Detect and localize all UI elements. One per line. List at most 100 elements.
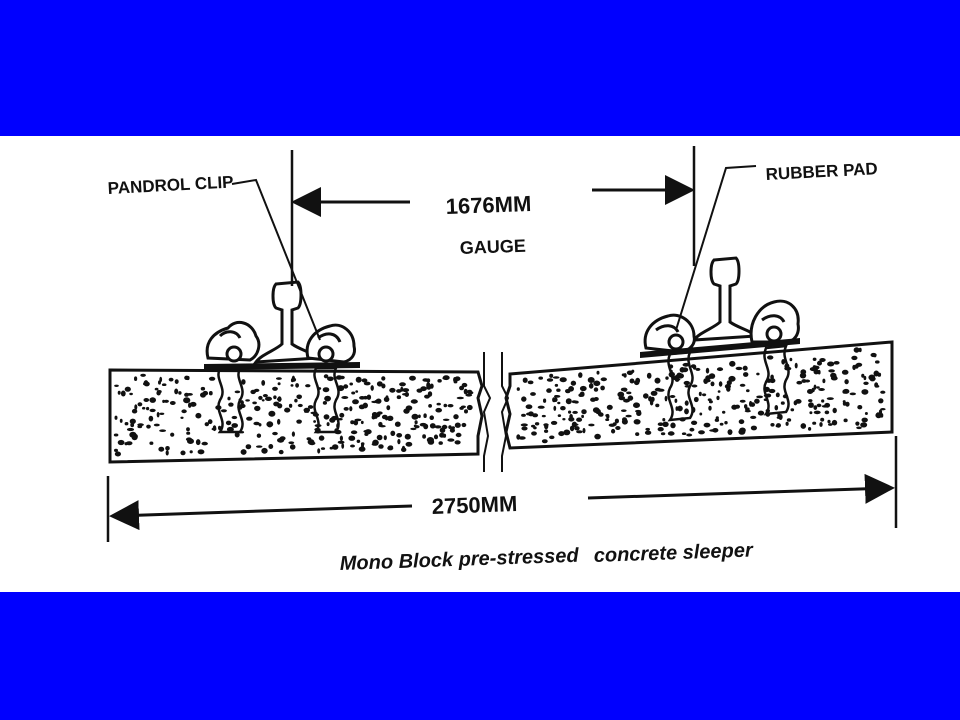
concrete-speckle — [379, 425, 386, 428]
concrete-speckle — [250, 389, 256, 395]
concrete-speckle — [296, 394, 303, 400]
concrete-speckle — [562, 418, 566, 421]
concrete-speckle — [161, 383, 167, 386]
concrete-speckle — [353, 420, 359, 426]
concrete-speckle — [606, 404, 613, 410]
concrete-speckle — [812, 365, 817, 370]
concrete-speckle — [265, 396, 272, 401]
sleeper-left-half — [108, 368, 484, 464]
concrete-speckle — [750, 425, 758, 431]
concrete-speckle — [878, 409, 883, 415]
concrete-speckle — [252, 401, 257, 405]
concrete-speckle — [297, 403, 303, 408]
concrete-speckle — [220, 409, 227, 413]
concrete-speckle — [851, 355, 858, 361]
concrete-speckle — [313, 420, 316, 423]
concrete-speckle — [648, 396, 653, 402]
concrete-speckle — [786, 418, 792, 422]
concrete-speckle — [343, 407, 349, 411]
concrete-speckle — [754, 398, 760, 404]
concrete-speckle — [574, 426, 580, 431]
concrete-speckle — [674, 377, 680, 382]
concrete-speckle — [626, 391, 632, 395]
concrete-speckle — [620, 387, 628, 392]
concrete-speckle — [268, 410, 276, 417]
concrete-speckle — [667, 431, 675, 436]
concrete-speckle — [858, 347, 862, 353]
concrete-speckle — [635, 432, 640, 436]
concrete-speckle — [268, 444, 274, 449]
concrete-speckle — [170, 432, 175, 437]
concrete-speckle — [390, 430, 396, 436]
concrete-speckle — [563, 429, 571, 436]
concrete-speckle — [864, 412, 868, 415]
concrete-speckle — [705, 367, 710, 374]
concrete-speckle — [724, 384, 732, 389]
concrete-speckle — [568, 417, 575, 422]
concrete-speckle — [165, 446, 170, 451]
concrete-speckle — [695, 367, 701, 371]
concrete-speckle — [605, 418, 610, 422]
concrete-speckle — [570, 380, 577, 386]
concrete-speckle — [716, 367, 724, 372]
concrete-speckle — [396, 389, 402, 393]
concrete-speckle — [423, 413, 427, 419]
concrete-speckle — [828, 423, 833, 426]
concrete-speckle — [600, 385, 605, 391]
concrete-speckle — [821, 405, 829, 408]
concrete-speckle — [781, 359, 786, 365]
concrete-speckle — [878, 398, 884, 404]
concrete-speckle — [727, 429, 733, 435]
concrete-speckle — [277, 437, 285, 443]
concrete-speckle — [702, 393, 707, 397]
concrete-speckle — [572, 423, 579, 426]
concrete-speckle — [350, 420, 355, 425]
concrete-speckle — [657, 388, 665, 392]
concrete-speckle — [565, 398, 572, 405]
concrete-speckle — [428, 404, 432, 408]
concrete-speckle — [288, 403, 293, 408]
concrete-speckle — [863, 375, 867, 381]
concrete-speckle — [456, 396, 464, 400]
concrete-speckle — [318, 435, 325, 441]
concrete-speckle — [387, 415, 394, 421]
concrete-speckle — [185, 437, 193, 442]
concrete-speckle — [716, 395, 720, 401]
concrete-speckle — [874, 382, 879, 388]
concrete-speckle — [800, 423, 807, 429]
concrete-speckle — [149, 397, 156, 403]
concrete-speckle — [587, 377, 595, 383]
concrete-speckle — [818, 388, 825, 391]
concrete-speckle — [256, 433, 262, 438]
concrete-speckle — [746, 389, 750, 393]
concrete-speckle — [757, 410, 765, 416]
concrete-speckle — [698, 391, 702, 397]
concrete-speckle — [841, 369, 849, 375]
concrete-speckle — [822, 378, 826, 384]
concrete-speckle — [438, 441, 443, 445]
concrete-speckle — [378, 444, 384, 449]
concrete-speckle — [154, 387, 159, 391]
concrete-speckle — [845, 401, 850, 407]
anchor-bolt-left-2 — [313, 366, 340, 434]
concrete-speckle — [416, 388, 423, 393]
concrete-speckle — [724, 421, 728, 425]
concrete-speckle — [662, 418, 666, 422]
concrete-speckle — [381, 376, 386, 381]
concrete-speckle — [363, 430, 369, 433]
concrete-speckle — [317, 448, 321, 454]
concrete-speckle — [371, 442, 379, 446]
concrete-speckle — [200, 386, 206, 391]
concrete-speckle — [447, 404, 454, 408]
concrete-speckle — [376, 381, 383, 387]
concrete-speckle — [129, 418, 136, 424]
break-symbol — [482, 352, 510, 472]
concrete-speckle — [225, 420, 232, 426]
concrete-speckle — [633, 402, 640, 409]
concrete-speckle — [801, 379, 807, 383]
concrete-speckle — [240, 449, 247, 455]
concrete-speckle — [576, 430, 583, 434]
concrete-speckle — [817, 369, 821, 375]
concrete-speckle — [146, 406, 150, 411]
concrete-speckle — [146, 424, 151, 429]
